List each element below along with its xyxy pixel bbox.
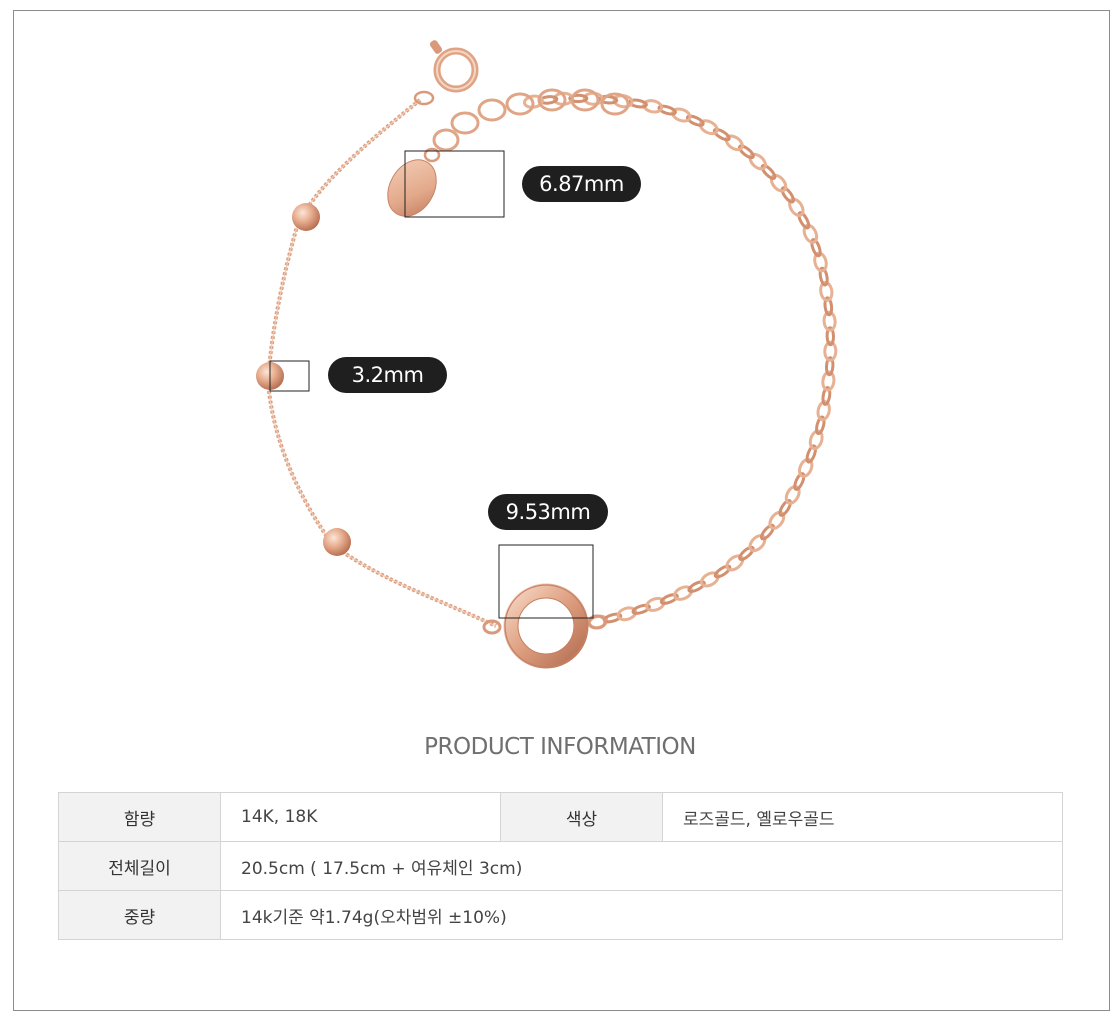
weight-value: 14k기준 약1.74g(오차범위 ±10%) — [220, 890, 1063, 940]
material-value: 14K, 18K — [220, 792, 501, 842]
length-label: 전체길이 — [58, 841, 221, 891]
extender-chain — [423, 88, 630, 163]
spring-ring-clasp — [413, 40, 479, 106]
color-label: 색상 — [500, 792, 663, 842]
chain-link — [823, 340, 838, 362]
chain-link — [759, 523, 776, 541]
ring-pendant — [482, 583, 607, 669]
ring-size-badge: 9.53mm — [488, 494, 608, 530]
chain-link — [793, 472, 806, 491]
chain-link — [698, 119, 719, 136]
chain-link — [768, 510, 786, 530]
chain-link — [713, 564, 732, 579]
chain-link — [784, 485, 801, 505]
chain-link — [628, 98, 648, 109]
chain-link — [805, 444, 818, 464]
chain-link — [778, 498, 792, 517]
ring-measure-box — [498, 544, 594, 619]
chain-link — [642, 99, 664, 114]
chain-link — [725, 554, 745, 572]
chain-link — [657, 104, 677, 116]
length-value: 20.5cm ( 17.5cm + 여유체인 3cm) — [220, 841, 1063, 891]
chain-link — [802, 223, 819, 244]
cable-chain-links — [522, 91, 838, 630]
chain-link — [788, 197, 805, 217]
bead — [323, 528, 351, 556]
chain-link — [760, 164, 777, 180]
chain-link — [687, 580, 706, 593]
chain-link — [645, 596, 666, 612]
chain-link — [748, 534, 767, 553]
chain-link — [522, 94, 544, 109]
chain-link — [780, 186, 795, 204]
chain-link — [659, 593, 679, 605]
chain-link — [685, 114, 705, 127]
chain-link — [724, 134, 744, 152]
table-row: 전체길이 20.5cm ( 17.5cm + 여유체인 3cm) — [58, 841, 1063, 891]
chain-link — [824, 356, 835, 377]
tag-size-badge: 6.87mm — [522, 166, 641, 202]
color-value: 로즈골드, 옐로우골드 — [662, 792, 1063, 842]
bracelet-product-image — [256, 40, 838, 669]
chain-link — [823, 296, 834, 317]
chain-link — [825, 326, 836, 347]
chain-link — [797, 211, 811, 230]
chain-link — [700, 571, 720, 588]
chain-link — [815, 415, 826, 436]
chain-link — [808, 429, 824, 451]
chain-link — [568, 93, 589, 104]
chain-link — [822, 310, 837, 332]
chain-link — [813, 251, 828, 273]
chain-link — [631, 603, 651, 615]
chain-link — [798, 457, 814, 478]
product-info-table: 함량 14K, 18K 색상 로즈골드, 옐로우골드 전체길이 20.5cm (… — [58, 792, 1063, 940]
material-label: 함량 — [58, 792, 221, 842]
chain-link — [818, 266, 829, 287]
table-row: 중량 14k기준 약1.74g(오차범위 ±10%) — [58, 890, 1063, 940]
chain-link — [737, 144, 755, 160]
chain-link — [810, 238, 822, 258]
chain-link — [616, 606, 638, 622]
section-title: PRODUCT INFORMATION — [424, 734, 696, 760]
chain-link — [738, 545, 755, 562]
chain-link — [748, 152, 767, 171]
oval-tag — [387, 159, 437, 217]
page-frame — [13, 10, 1110, 1011]
chain-link — [673, 585, 694, 601]
chain-link — [821, 370, 836, 392]
table-row: 함량 14K, 18K 색상 로즈골드, 옐로우골드 — [58, 792, 1063, 842]
chain-link — [671, 107, 692, 123]
chain-link — [819, 280, 834, 302]
bead-measure-box — [269, 360, 310, 392]
bead-size-badge: 3.2mm — [328, 357, 447, 393]
chain-link — [769, 173, 788, 193]
chain-link — [712, 127, 731, 142]
weight-label: 중량 — [58, 890, 221, 940]
tag-measure-box — [404, 150, 505, 218]
chain-link — [821, 386, 832, 406]
chain-link — [816, 400, 831, 422]
bead — [292, 203, 320, 231]
